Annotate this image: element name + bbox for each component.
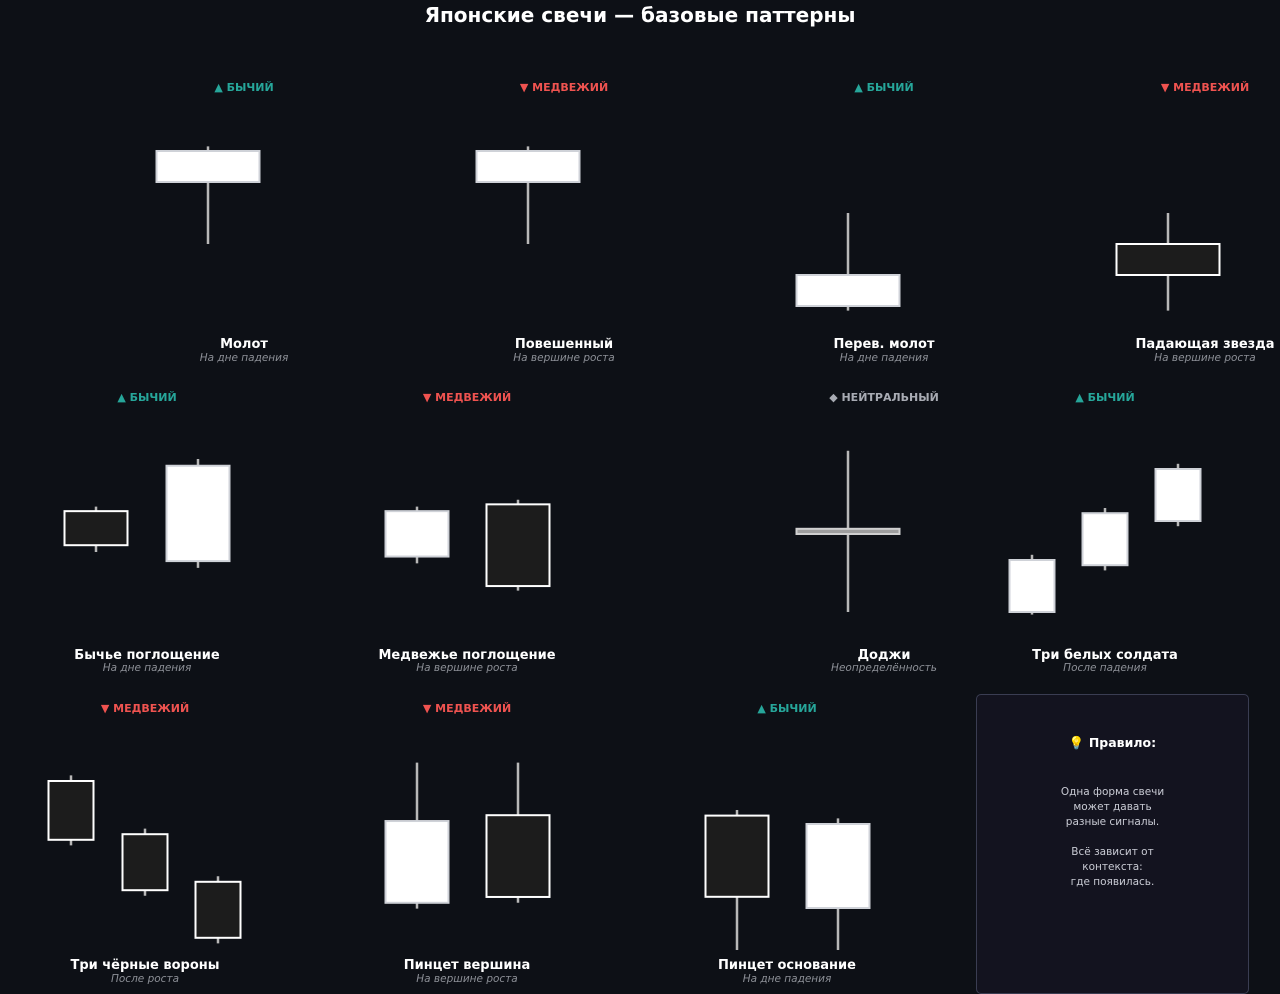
pattern-context: На вершине роста (416, 662, 518, 674)
pattern-context: На вершине роста (513, 352, 615, 364)
pattern-name: Медвежье поглощение (378, 648, 555, 663)
candle-body (1115, 243, 1221, 276)
candle-body (795, 527, 901, 535)
signal-label: ▼ МЕДВЕЖИЙ (101, 702, 189, 715)
candle-body (485, 814, 551, 898)
signal-label: ▲ БЫЧИЙ (757, 702, 816, 715)
signal-label: ▼ МЕДВЕЖИЙ (423, 391, 511, 404)
candle-body (795, 274, 901, 307)
pattern-name: Доджи (857, 648, 910, 663)
candle-body (805, 823, 871, 909)
pattern-context: На дне падения (103, 662, 192, 674)
pattern-name: Бычье поглощение (74, 648, 220, 663)
signal-label: ▼ МЕДВЕЖИЙ (1161, 81, 1249, 94)
pattern-name: Пинцет вершина (404, 958, 531, 973)
pattern-name: Пинцет основание (718, 958, 856, 973)
page-title: Японские свечи — базовые паттерны (424, 3, 856, 27)
candle-body (155, 150, 261, 183)
pattern-context: На дне падения (743, 973, 832, 985)
candle-body (485, 503, 551, 588)
pattern-name: Молот (220, 337, 268, 352)
pattern-name: Падающая звезда (1135, 337, 1274, 352)
candle-body (1154, 468, 1202, 522)
candle-body (1008, 559, 1056, 613)
pattern-context: После роста (111, 973, 179, 985)
pattern-context: На вершине роста (416, 973, 518, 985)
pattern-context: На дне падения (200, 352, 289, 364)
pattern-context: После падения (1063, 662, 1147, 674)
candle-body (704, 814, 770, 898)
pattern-name: Повешенный (515, 337, 613, 352)
pattern-context: На вершине роста (1154, 352, 1256, 364)
rule-title: 💡 Правило: (1068, 735, 1157, 750)
candle-body (194, 880, 242, 939)
signal-label: ▼ МЕДВЕЖИЙ (520, 81, 608, 94)
candle-body (47, 780, 95, 841)
rule-panel: 💡 Правило: Одна форма свечи может давать… (976, 694, 1249, 994)
signal-label: ▲ БЫЧИЙ (214, 81, 273, 94)
signal-label: ▲ БЫЧИЙ (1075, 391, 1134, 404)
signal-label: ▼ МЕДВЕЖИЙ (423, 702, 511, 715)
pattern-context: Неопределённость (831, 662, 937, 674)
candle-body (384, 510, 450, 558)
signal-label: ◆ НЕЙТРАЛЬНЫЙ (829, 391, 939, 404)
candle-body (475, 150, 581, 183)
candle-body (165, 464, 231, 563)
candle-body (63, 510, 129, 547)
pattern-name: Три чёрные вороны (70, 958, 219, 973)
rule-text: Одна форма свечи может давать разные сиг… (1060, 786, 1165, 888)
pattern-name: Перев. молот (833, 337, 935, 352)
signal-label: ▲ БЫЧИЙ (854, 81, 913, 94)
pattern-context: На дне падения (840, 352, 929, 364)
candle-body (121, 833, 169, 892)
candle-body (1081, 512, 1129, 567)
candle-body (384, 820, 450, 904)
signal-label: ▲ БЫЧИЙ (117, 391, 176, 404)
pattern-name: Три белых солдата (1032, 648, 1178, 663)
